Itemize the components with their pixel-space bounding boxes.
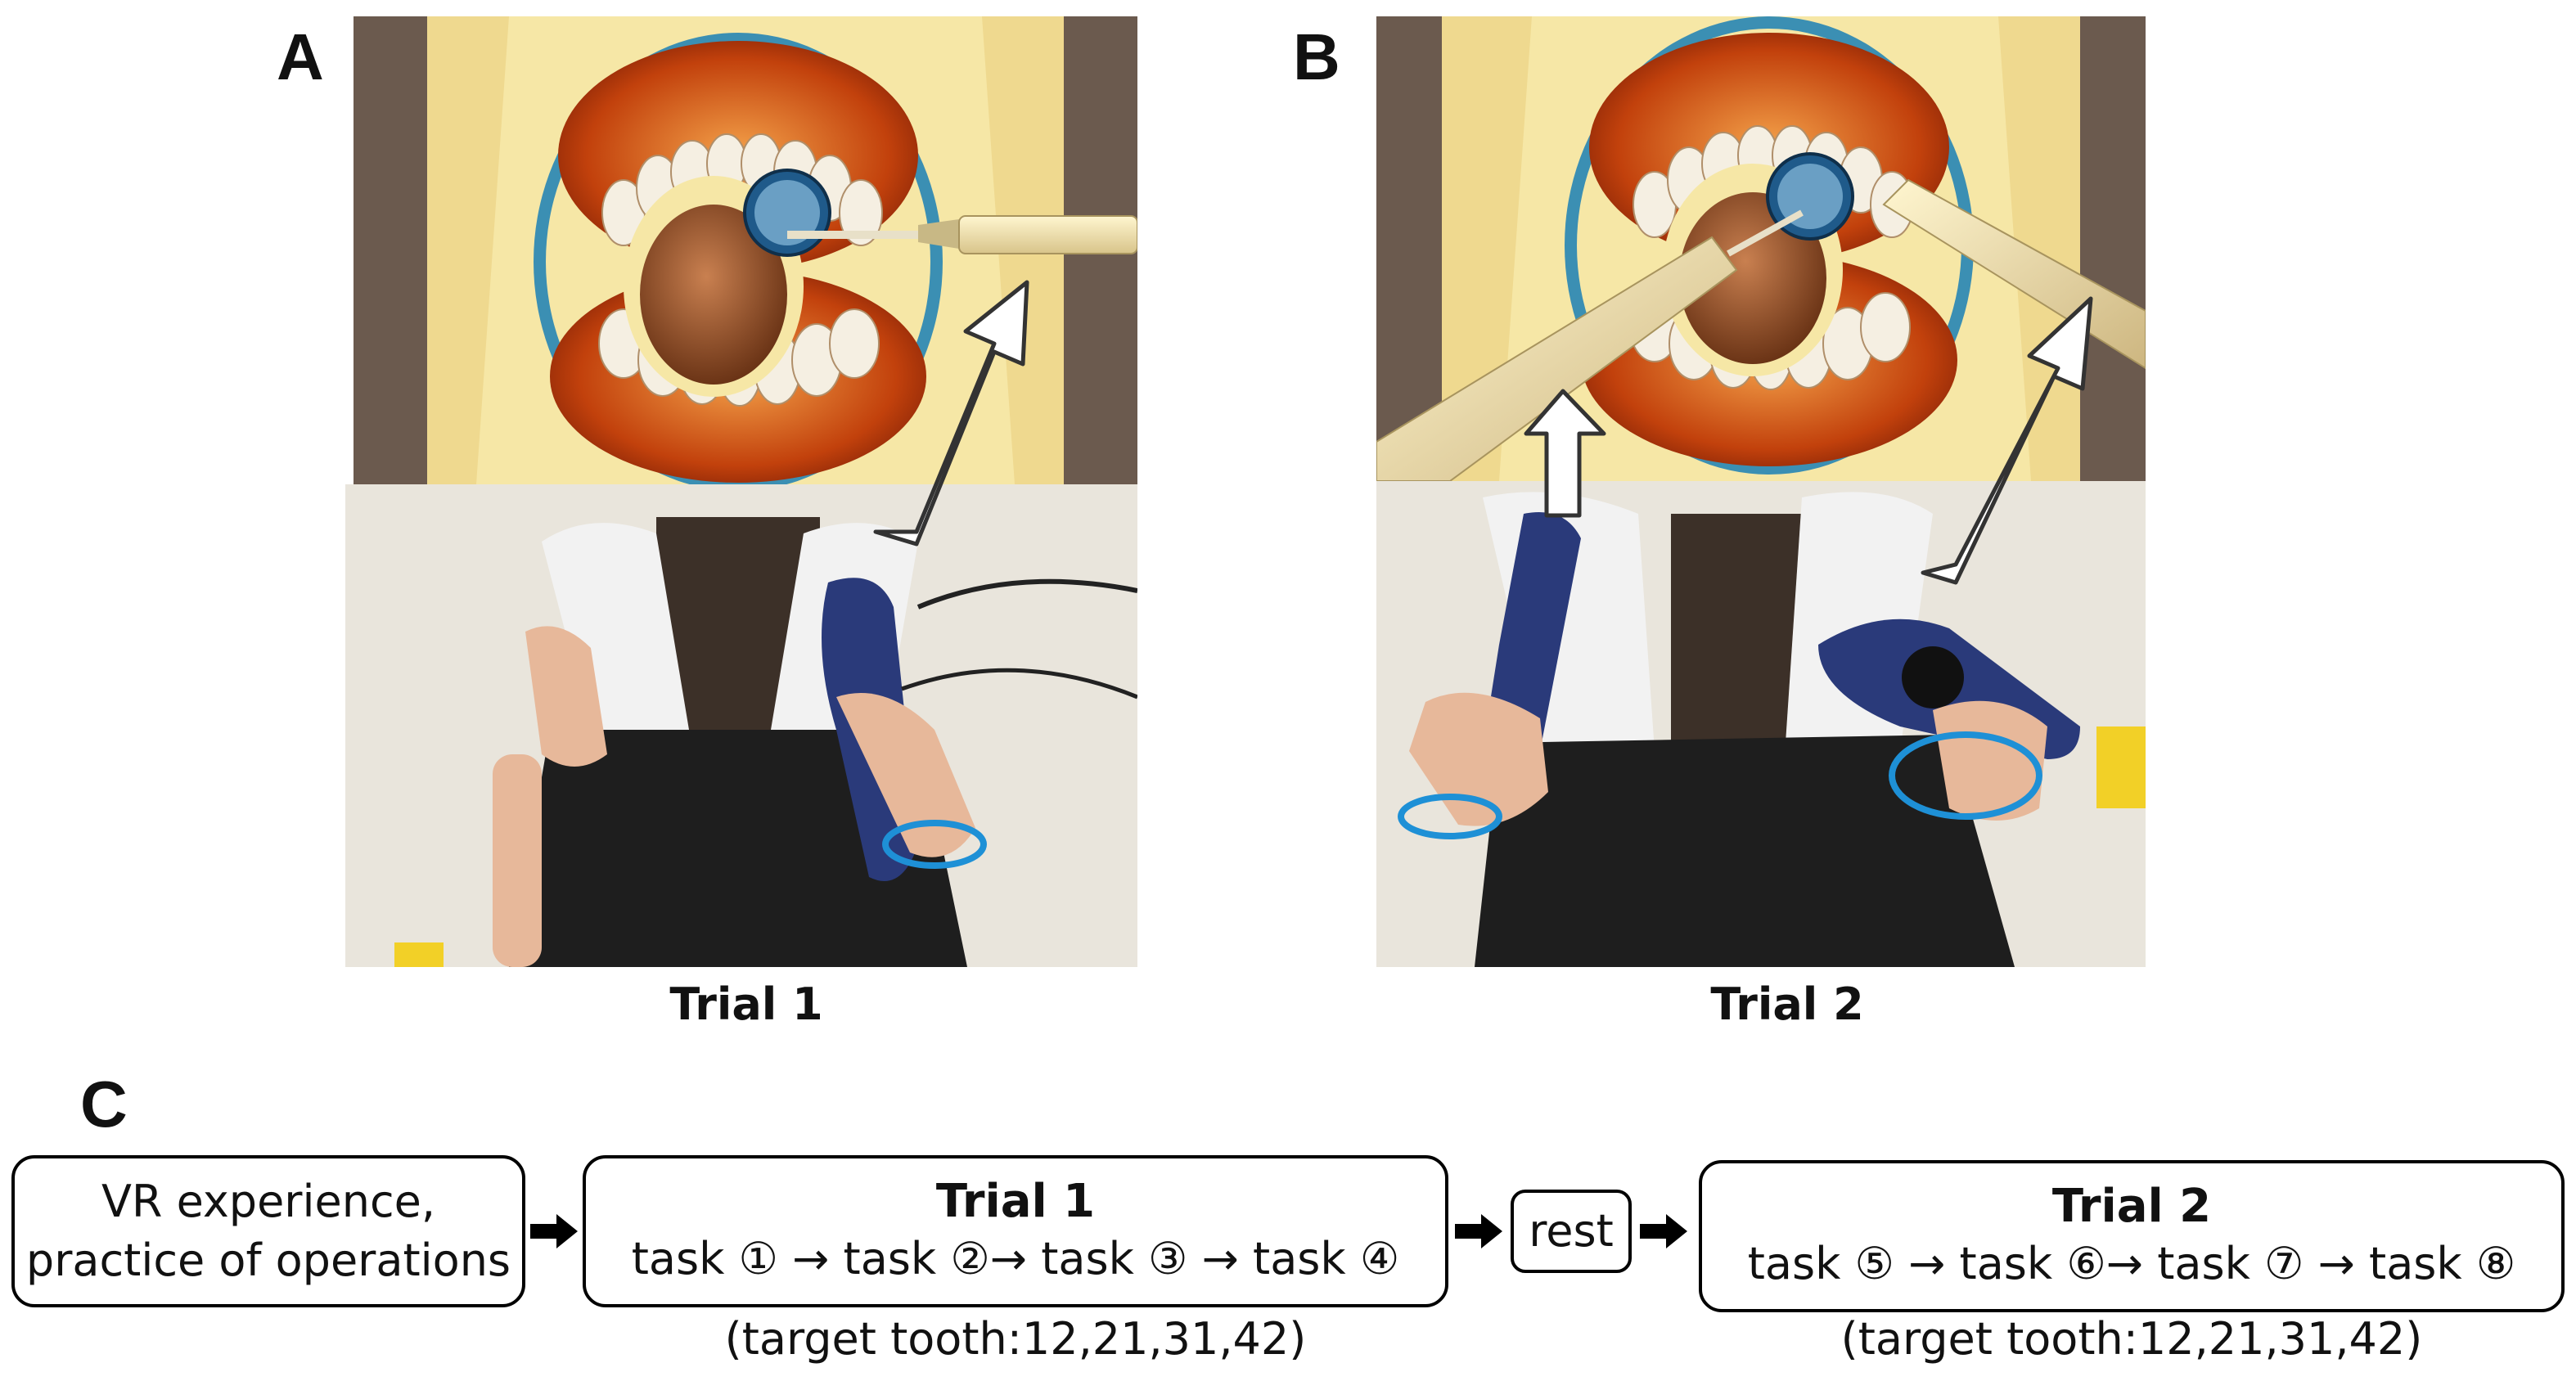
trial1-tasks: task ① → task ②→ task ③ → task ④ [631,1233,1400,1284]
panel-letter-c: C [80,1068,128,1140]
vr-mouth-model-image [354,16,1137,484]
vr-experience-line1: VR experience, [101,1176,436,1227]
flow-box-vr-experience: VR experience, practice of operations [11,1155,525,1307]
trial2-title: Trial 2 [2051,1180,2212,1233]
trial1-title: Trial 1 [935,1175,1096,1228]
real-photo-trial2 [1376,481,2146,967]
flow-arrow-3 [1640,1214,1687,1248]
panel-letter-a: A [277,20,324,93]
participant-holding-two-controllers-image [1376,481,2146,967]
rest-label: rest [1529,1205,1614,1257]
flow-arrow-1 [530,1214,578,1248]
caption-trial1: Trial 1 [669,978,823,1030]
arrow-controller-to-instrument-a [873,280,1029,547]
vr-experience-line2: practice of operations [25,1235,511,1286]
caption-trial2: Trial 2 [1710,978,1864,1030]
trial2-tasks: task ⑤ → task ⑥→ task ⑦ → task ⑧ [1747,1238,2516,1289]
participant-holding-controller-image [345,484,1137,967]
arrow-left-controller-to-instrument-b [1524,389,1606,518]
vr-view-trial1 [354,16,1137,484]
panel-letter-b: B [1293,20,1340,93]
real-photo-trial1 [345,484,1137,967]
flow-arrow-2 [1455,1214,1502,1248]
trial1-target-tooth-note: (target tooth:12,21,31,42) [724,1313,1307,1365]
flow-box-trial1: Trial 1 task ① → task ②→ task ③ → task ④ [583,1155,1448,1307]
trial2-target-tooth-note: (target tooth:12,21,31,42) [1840,1313,2423,1365]
flow-box-trial2: Trial 2 task ⑤ → task ⑥→ task ⑦ → task ⑧ [1699,1160,2565,1312]
flow-box-rest: rest [1511,1190,1632,1273]
arrow-right-controller-to-instrument-b [1921,296,2093,585]
